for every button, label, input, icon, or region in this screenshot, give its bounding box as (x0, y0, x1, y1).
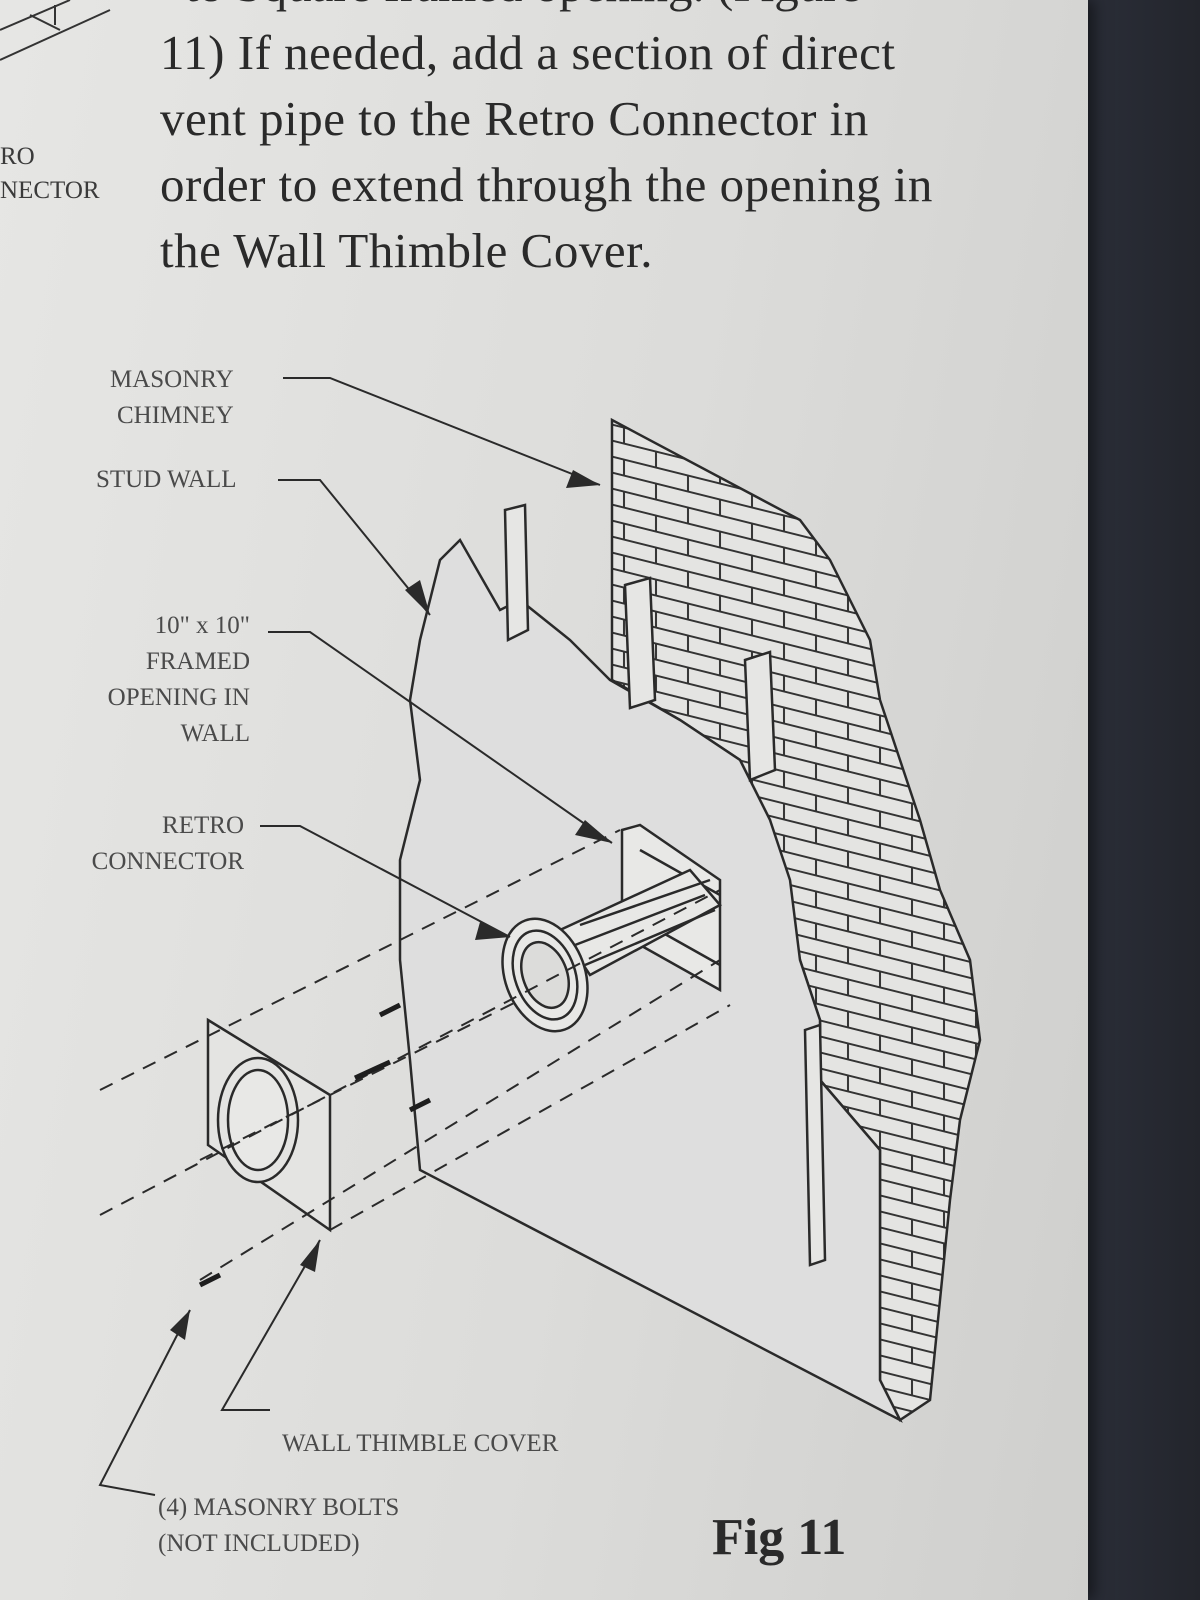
fragment-line: RO (0, 143, 35, 170)
leader-arrowheads (170, 470, 612, 1340)
label-line: (4) MASONRY BOLTS (158, 1494, 400, 1521)
installation-diagram (0, 0, 980, 1496)
instruction-line: 11) If needed, add a section of direct (160, 25, 896, 80)
cut-off-text: to Square framed opening. (Figure (185, 0, 861, 13)
figure-caption: Fig 11 (712, 1509, 847, 1566)
alignment-guides (99, 829, 731, 1281)
label-wall-thimble-cover: WALL THIMBLE COVER (282, 1430, 559, 1457)
instruction-line: order to extend through the opening in (160, 157, 933, 212)
label-line: MASONRY (110, 366, 234, 393)
leader-lines (98, 377, 613, 1496)
label-line: 10" x 10" (154, 612, 250, 639)
wall-studs (503, 503, 827, 1267)
label-masonry-bolts: (4) MASONRY BOLTS (NOT INCLUDED) (158, 1490, 399, 1562)
label-line: WALL (180, 720, 250, 747)
label-framed-opening: 10" x 10" FRAMED OPENING IN WALL (80, 608, 250, 752)
fragment-line: NECTOR (0, 177, 100, 204)
label-retro-connector: RETRO CONNECTOR (68, 808, 244, 880)
instruction-line: vent pipe to the Retro Connector in (160, 91, 869, 146)
instruction-line: the Wall Thimble Cover. (160, 223, 653, 278)
masonry-bolts (198, 1002, 432, 1288)
instruction-paragraph: 11) If needed, add a section of direct v… (160, 20, 1050, 284)
label-line: RETRO (162, 812, 244, 839)
retro-connector (501, 868, 722, 1033)
previous-figure-fragment (0, 0, 111, 61)
label-stud-wall: STUD WALL (96, 466, 237, 493)
label-line: CONNECTOR (91, 848, 244, 875)
label-line: FRAMED (145, 648, 250, 675)
manual-page: to Square framed opening. (Figure 11) If… (0, 0, 1088, 1600)
label-line: OPENING IN (107, 684, 250, 711)
label-line: (NOT INCLUDED) (158, 1530, 360, 1557)
label-line: CHIMNEY (116, 402, 234, 429)
previous-figure-label-fragment: RO NECTOR (0, 140, 100, 208)
label-masonry-chimney: MASONRY CHIMNEY (110, 362, 234, 434)
